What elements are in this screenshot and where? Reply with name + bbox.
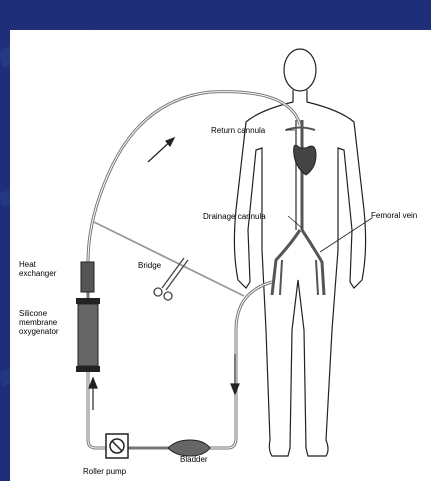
label-bladder: Bladder xyxy=(180,455,208,464)
label-drainage-cannula: Drainage cannula xyxy=(203,212,266,221)
human-body-outline xyxy=(234,49,365,456)
label-heat-exchanger-1: Heat xyxy=(19,260,37,269)
label-oxygenator-2: membrane xyxy=(19,318,58,327)
label-bridge: Bridge xyxy=(138,261,162,270)
heat-exchanger xyxy=(81,262,94,292)
roller-pump xyxy=(106,434,128,458)
label-oxygenator-3: oxygenator xyxy=(19,327,59,336)
flow-arrows xyxy=(89,138,239,410)
label-roller-pump: Roller pump xyxy=(83,467,127,476)
heart-icon xyxy=(294,145,316,175)
label-femoral-vein: Femoral vein xyxy=(371,211,417,220)
ecmo-circuit-diagram: Return cannula Drainage cannula Femoral … xyxy=(10,30,431,481)
bladder xyxy=(168,440,210,456)
label-oxygenator-1: Silicone xyxy=(19,309,48,318)
label-heat-exchanger-2: exchanger xyxy=(19,269,57,278)
oxygenator xyxy=(76,298,100,372)
label-return-cannula: Return cannula xyxy=(211,126,266,135)
diagram-panel: Return cannula Drainage cannula Femoral … xyxy=(10,30,431,481)
